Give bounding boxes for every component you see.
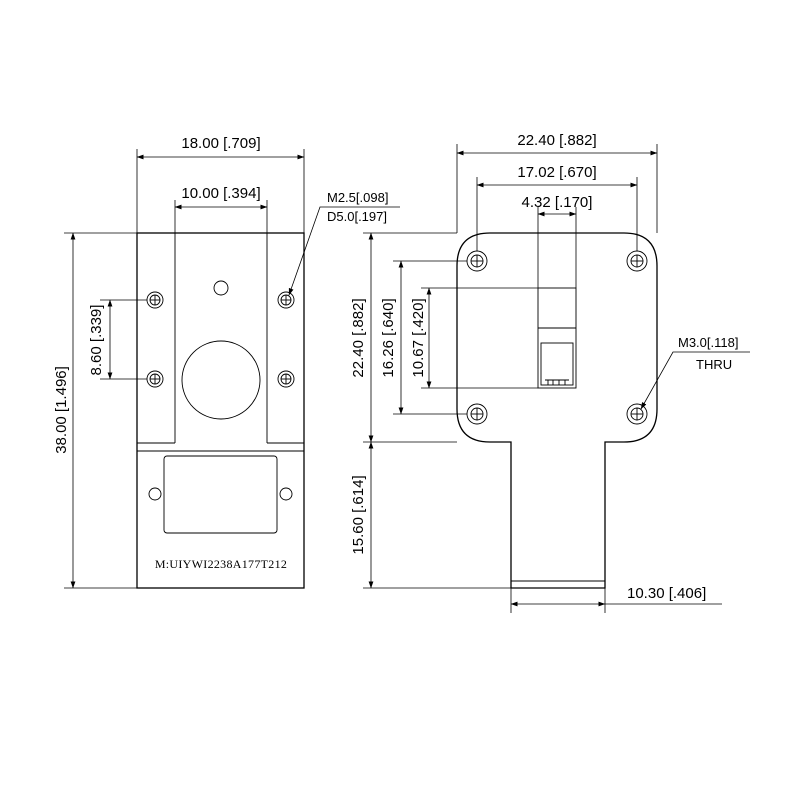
dim-width-inner: 10.00 [.394] — [181, 185, 260, 202]
corner-hole-bottom-right — [626, 403, 648, 425]
dim-tab-height: 15.60 [.614] — [350, 475, 367, 554]
part-marking: M:UIYWI2238A177T212 — [155, 557, 287, 571]
small-hole — [213, 280, 229, 296]
dim-hole-spacing-y: 16.26 [.640] — [380, 298, 397, 377]
corner-hole-top-left — [466, 250, 488, 272]
label-hole-left — [148, 487, 162, 501]
mount-hole-top-right — [277, 291, 295, 309]
left-plate-outline — [136, 232, 305, 589]
dim-hole-spacing-x: 17.02 [.670] — [517, 164, 596, 181]
right-view: 22.40 [.882] 17.02 [.670] 4.32 [.170] 22… — [350, 132, 750, 613]
dim-plate-width: 22.40 [.882] — [517, 132, 596, 149]
label-window — [163, 455, 278, 534]
label-hole-right — [279, 487, 293, 501]
mount-hole-bottom-right — [277, 370, 295, 388]
dim-plate-height: 22.40 [.882] — [350, 298, 367, 377]
thru-hole-note-line1: M3.0[.118] — [678, 335, 738, 350]
hole-callout-leader — [288, 206, 400, 296]
left-view: M:UIYWI2238A177T212 18.00 [.709] 10.00 [… — [53, 135, 400, 589]
dim-height-overall: 38.00 [1.496] — [53, 366, 70, 454]
dim-hole-spacing: 8.60 [.339] — [88, 305, 105, 376]
dim-connector-width: 4.32 [.170] — [522, 194, 593, 211]
hole-note-line2: D5.0[.197] — [327, 209, 387, 224]
thru-hole-callout-leader — [640, 351, 750, 410]
mount-hole-top-left — [146, 291, 164, 309]
thru-hole-note-line2: THRU — [696, 357, 732, 372]
connector — [537, 287, 577, 389]
corner-hole-top-right — [626, 250, 648, 272]
mount-hole-bottom-left — [146, 370, 164, 388]
corner-hole-bottom-left — [466, 403, 488, 425]
hole-note-line1: M2.5[.098] — [327, 190, 388, 205]
dim-tab-width: 10.30 [.406] — [627, 585, 706, 602]
dim-connector-height: 10.67 [.420] — [410, 298, 427, 377]
lens-opening — [181, 340, 261, 420]
right-plate-outline — [456, 232, 658, 589]
dim-width-overall: 18.00 [.709] — [181, 135, 260, 152]
